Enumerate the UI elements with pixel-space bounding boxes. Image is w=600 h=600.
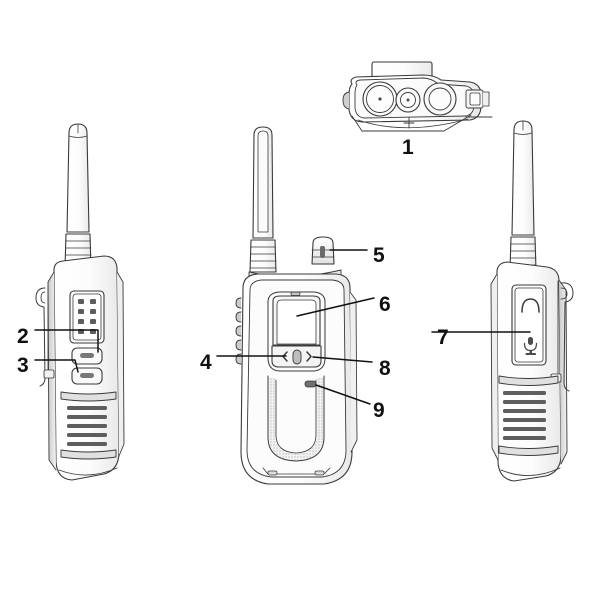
leader-lines — [34, 249, 531, 405]
callout-number-2: 2 — [17, 325, 29, 348]
button-upper[interactable] — [71, 347, 103, 365]
right-side-view — [490, 120, 574, 482]
arc-icon — [521, 298, 540, 313]
antenna-front — [249, 126, 277, 273]
nav-center-key[interactable] — [292, 349, 302, 365]
side-ridges-front — [235, 297, 242, 365]
antenna-right — [509, 120, 537, 271]
speaker-ridges-right — [503, 391, 546, 440]
speaker-ridges-left — [67, 406, 107, 446]
display-screen — [272, 295, 321, 346]
leader-8 — [312, 356, 373, 363]
leader-6 — [296, 297, 375, 317]
belt-clip-left — [35, 285, 55, 387]
top-view-chassis — [342, 61, 493, 132]
button-lower[interactable] — [71, 367, 103, 385]
callout-number-3: 3 — [17, 354, 29, 377]
front-view — [235, 126, 358, 485]
callout-number-8: 8 — [379, 357, 391, 380]
callout-number-9: 9 — [373, 399, 385, 422]
callout-number-5: 5 — [373, 244, 385, 267]
callout-number-1: 1 — [402, 136, 414, 159]
leader-9 — [315, 384, 371, 405]
antenna-left — [64, 123, 92, 269]
leader-2 — [34, 329, 99, 353]
top-knob[interactable] — [311, 236, 335, 265]
keypad-left — [69, 290, 105, 344]
ptt-button[interactable] — [511, 284, 547, 366]
left-side-view — [35, 123, 125, 481]
leader-3 — [34, 359, 79, 373]
nav-cluster[interactable] — [271, 345, 322, 368]
mic-icon — [523, 337, 538, 355]
callout-number-4: 4 — [200, 351, 212, 374]
callout-number-7: 7 — [437, 326, 449, 349]
speaker-grille-front — [267, 375, 325, 462]
nav-right-arrow[interactable] — [306, 351, 312, 362]
callout-number-6: 6 — [379, 293, 391, 316]
microphone-hole — [304, 380, 317, 388]
